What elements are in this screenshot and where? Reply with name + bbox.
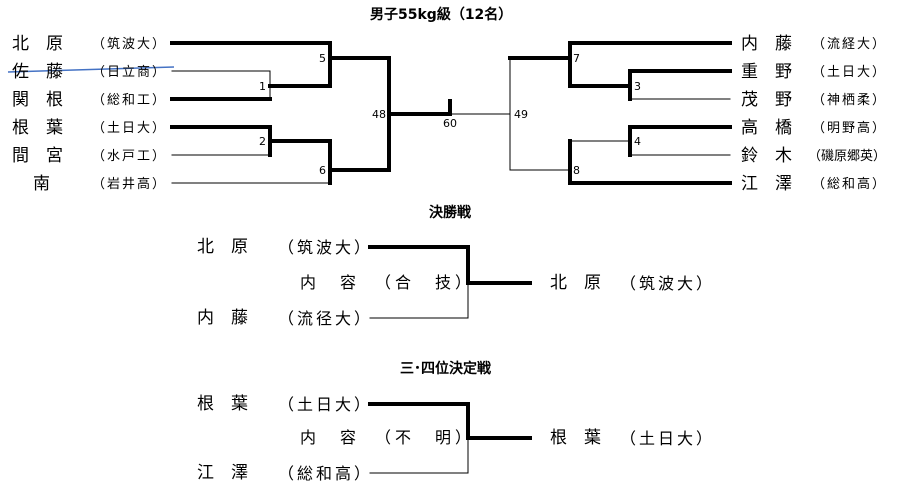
- strike-line: [7, 66, 175, 73]
- final-winner-team: （筑波大）: [620, 274, 716, 293]
- final-bottom-team: （流径大）: [278, 309, 374, 328]
- entrant-name: 北 原: [12, 34, 63, 54]
- entrant-team: （神栖柔）: [812, 93, 888, 108]
- third-winner-name: 根 葉: [550, 428, 601, 448]
- entrant-team: （日立商）: [92, 65, 168, 80]
- match-number: 8: [573, 164, 580, 177]
- third-top-name: 根 葉: [197, 394, 248, 414]
- entrant-team: （総和高）: [812, 177, 888, 192]
- final-content-value: （合 技）: [375, 273, 476, 292]
- bracket-title: 男子55kg級（12名）: [370, 7, 513, 23]
- third-title: 三･四位決定戦: [400, 361, 491, 377]
- final-winner-name: 北 原: [550, 273, 601, 293]
- match-number: 60: [443, 117, 457, 130]
- entrant-team: （総和工）: [92, 93, 168, 108]
- entrant-name: 重 野: [741, 62, 792, 82]
- match-number: 5: [319, 52, 326, 65]
- third-bottom-name: 江 澤: [197, 463, 248, 483]
- match-number: 48: [372, 108, 386, 121]
- entrant-team: （流経大）: [812, 37, 888, 52]
- match-number: 3: [634, 80, 641, 93]
- match-number: 4: [634, 135, 641, 148]
- final-top-team: （筑波大）: [278, 238, 374, 257]
- match-number: 6: [319, 164, 326, 177]
- entrant-team: （明野高）: [812, 121, 888, 136]
- match-number: 1: [259, 80, 266, 93]
- match-number: 49: [514, 108, 528, 121]
- entrant-name: 鈴 木: [741, 146, 792, 166]
- entrant-name: 関 根: [12, 90, 63, 110]
- entrant-team: （岩井高）: [92, 177, 168, 192]
- entrant-name: 江 澤: [741, 174, 792, 194]
- match-number: 2: [259, 135, 266, 148]
- entrant-name: 根 葉: [12, 118, 63, 138]
- third-content-label: 内 容: [300, 428, 361, 447]
- final-title: 決勝戦: [429, 205, 471, 221]
- third-winner-team: （土日大）: [620, 429, 716, 448]
- final-top-name: 北 原: [197, 237, 248, 257]
- entrant-team: （筑波大）: [92, 37, 168, 52]
- entrant-name: 茂 野: [741, 90, 792, 110]
- entrant-name: 間 宮: [12, 146, 63, 166]
- third-content-value: （不 明）: [375, 428, 476, 447]
- entrant-name: 内 藤: [741, 34, 792, 54]
- entrant-team: （土日大）: [92, 121, 168, 136]
- entrant-name: 佐 藤: [12, 62, 63, 82]
- third-top-team: （土日大）: [278, 395, 374, 414]
- match-number: 7: [573, 52, 580, 65]
- final-bottom-name: 内 藤: [197, 308, 248, 328]
- entrant-team: （土日大）: [812, 65, 888, 80]
- entrant-name: 南: [33, 174, 50, 194]
- entrant-name: 高 橋: [741, 118, 792, 138]
- entrant-team: （水戸工）: [92, 149, 168, 164]
- entrant-team: （磯原郷英）: [808, 149, 887, 164]
- final-content-label: 内 容: [300, 273, 361, 292]
- third-bottom-team: （総和高）: [278, 464, 374, 483]
